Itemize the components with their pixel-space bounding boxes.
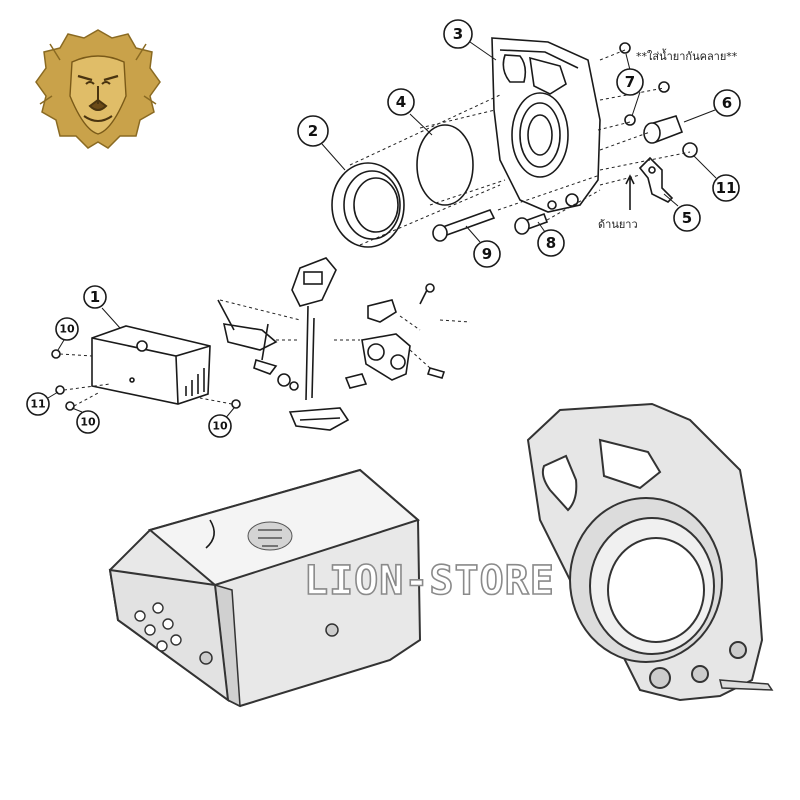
- vent-holes: [134, 602, 182, 652]
- callout-8: 8: [537, 221, 565, 257]
- guard-cover-part-1: [91, 325, 211, 405]
- exploded-view-guard-assembly: [51, 257, 471, 431]
- sprocket-cover-photo: [526, 402, 774, 702]
- callout-2: 2: [297, 115, 346, 171]
- callout-8-label: 8: [546, 234, 556, 252]
- callout-9: 9: [465, 225, 501, 268]
- callout-11-left-label: 11: [30, 398, 45, 411]
- o-ring-part-4: [416, 124, 474, 206]
- callout-11-right-label: 11: [716, 179, 737, 197]
- callout-4-label: 4: [396, 93, 406, 111]
- callout-10-left-label: 10: [59, 323, 75, 336]
- callout-10-left: 10: [55, 317, 79, 351]
- nut-part-11-top: [682, 142, 698, 158]
- callout-5-label: 5: [682, 209, 692, 227]
- callout-11-left: 11: [26, 391, 59, 416]
- callout-4: 4: [387, 88, 433, 136]
- callout-2-label: 2: [308, 122, 318, 140]
- callout-7-label: 7: [625, 73, 635, 91]
- long-bolt-part-9: [432, 209, 496, 242]
- thread-lock-note: **ใส่น้ำยากันคลาย**: [636, 48, 738, 63]
- callout-3: 3: [443, 19, 497, 61]
- callout-5: 5: [663, 193, 701, 232]
- logo-stamp-icon: [247, 521, 293, 551]
- short-bolt-part-8: [514, 212, 549, 235]
- callout-10-right: 10: [208, 407, 235, 438]
- guard-box-photo: [108, 468, 422, 708]
- linkage-mechanism: [217, 257, 471, 431]
- callout-10-bottom: 10: [71, 407, 100, 434]
- callout-1: 1: [83, 285, 121, 329]
- callout-6: 6: [683, 89, 741, 123]
- long-side-note: ด้านยาว: [598, 218, 638, 231]
- callout-7: 7: [616, 53, 644, 117]
- callout-10-right-label: 10: [212, 420, 228, 433]
- lion-head-icon: [35, 29, 161, 149]
- watermark-text: LION-STORE: [304, 558, 555, 604]
- callout-3-label: 3: [453, 25, 463, 43]
- callout-1-label: 1: [90, 288, 100, 306]
- cover-plate-part-3: [491, 37, 601, 213]
- callout-6-label: 6: [722, 94, 732, 112]
- callout-9-label: 9: [482, 245, 492, 263]
- callout-10-bottom-label: 10: [80, 416, 96, 429]
- seal-ring-part-2: [331, 162, 405, 248]
- bracket-part-5: [625, 156, 674, 210]
- spacer-part-6: [643, 115, 684, 144]
- exploded-view-sprocket-cover: [331, 37, 698, 248]
- callout-11-right: 11: [693, 155, 740, 202]
